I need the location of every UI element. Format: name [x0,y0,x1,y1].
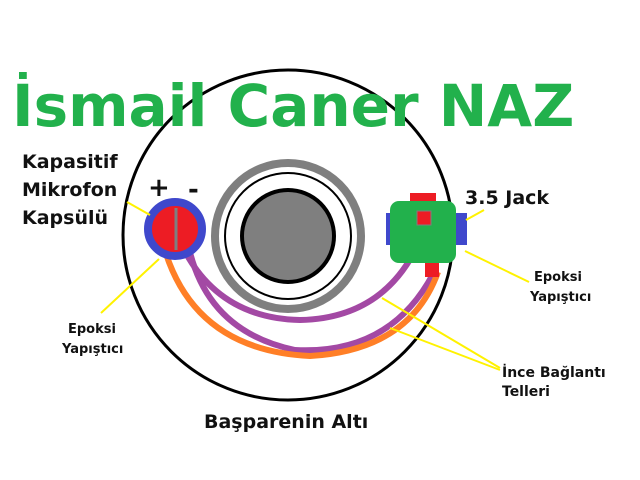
leader-jack [465,209,485,221]
wire-purple [173,221,430,324]
label-epoxy-left-line2: Yapıştıcı [61,342,123,357]
label-capsule-line1: Kapasitif [22,151,118,173]
center-core [240,188,336,284]
label-capsule-line2: Mikrofon [22,179,117,201]
jack-bottom-pin [425,263,439,277]
leader-wires-2 [389,327,501,371]
center-gray-ring [211,159,365,313]
label-plus: + [148,173,170,203]
label-minus: - [188,175,199,205]
center-inner-outline [224,172,352,300]
label-wires-line2: Telleri [502,384,550,400]
wire-purple-outer [183,231,436,354]
leader-epoxy-right [464,250,530,283]
label-epoxy-left-line1: Epoksi [68,322,116,337]
wire-orange [159,239,441,360]
leader-epoxy-left [100,258,160,314]
label-bottom: Başparenin Altı [204,411,368,433]
diagram-title: İsmail Caner NAZ [12,71,574,140]
jack-sleeve [455,213,467,245]
leader-wires-1 [381,297,501,369]
jack-body [390,201,456,263]
label-wires-line1: İnce Bağlantı [502,364,606,381]
label-epoxy-right-line2: Yapıştıcı [529,290,591,305]
label-epoxy-right-line1: Epoksi [534,270,582,285]
jack-top-pin [410,193,436,201]
jack-center-pin [416,210,432,226]
leader-capsule [126,201,151,216]
label-capsule-line3: Kapsülü [22,207,108,229]
label-jack: 3.5 Jack [465,187,549,209]
